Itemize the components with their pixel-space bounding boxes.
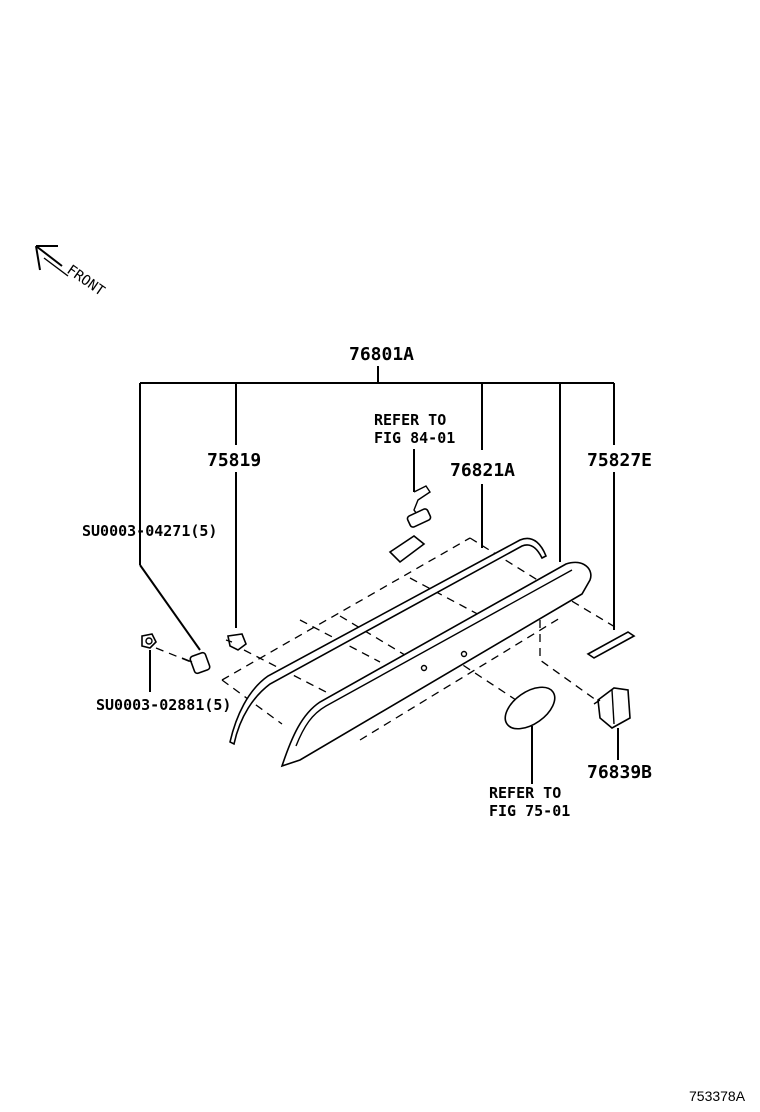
label-screw-lower: SU0003-02881(5) [96,696,231,714]
strip-75827E [586,631,636,659]
license-lamp-lens [504,686,556,730]
label-76801A: 76801A [349,344,414,365]
figure-id: 753378A [689,1088,746,1104]
front-arrow-icon [35,245,69,277]
label-75819: 75819 [207,450,261,471]
garnish-molding [229,537,548,746]
bulb-socket [388,485,432,564]
ref-75-line2: FIG 75-01 [489,802,570,820]
label-screw-upper: SU0003-04271(5) [82,522,217,540]
label-76821A: 76821A [450,460,515,481]
label-76839B: 76839B [587,762,652,783]
nut-washer [141,633,157,649]
reference-fig-84-01[interactable]: REFER TO FIG 84-01 [374,411,455,447]
screw-upper [181,651,211,675]
ref-84-line2: FIG 84-01 [374,429,455,447]
assembly-bracket: 76801A [139,344,615,565]
leader-screw-upper-tip [139,564,201,651]
label-75827E: 75827E [587,450,652,471]
clip-75819 [225,633,247,651]
front-indicator: FRONT [35,245,108,300]
ref-75-line1: REFER TO [489,784,561,802]
front-label: FRONT [64,262,108,300]
ref-84-line1: REFER TO [374,411,446,429]
garnish-panel [280,561,592,768]
cap-76839B [593,687,631,729]
reference-fig-75-01[interactable]: REFER TO FIG 75-01 [489,784,570,820]
